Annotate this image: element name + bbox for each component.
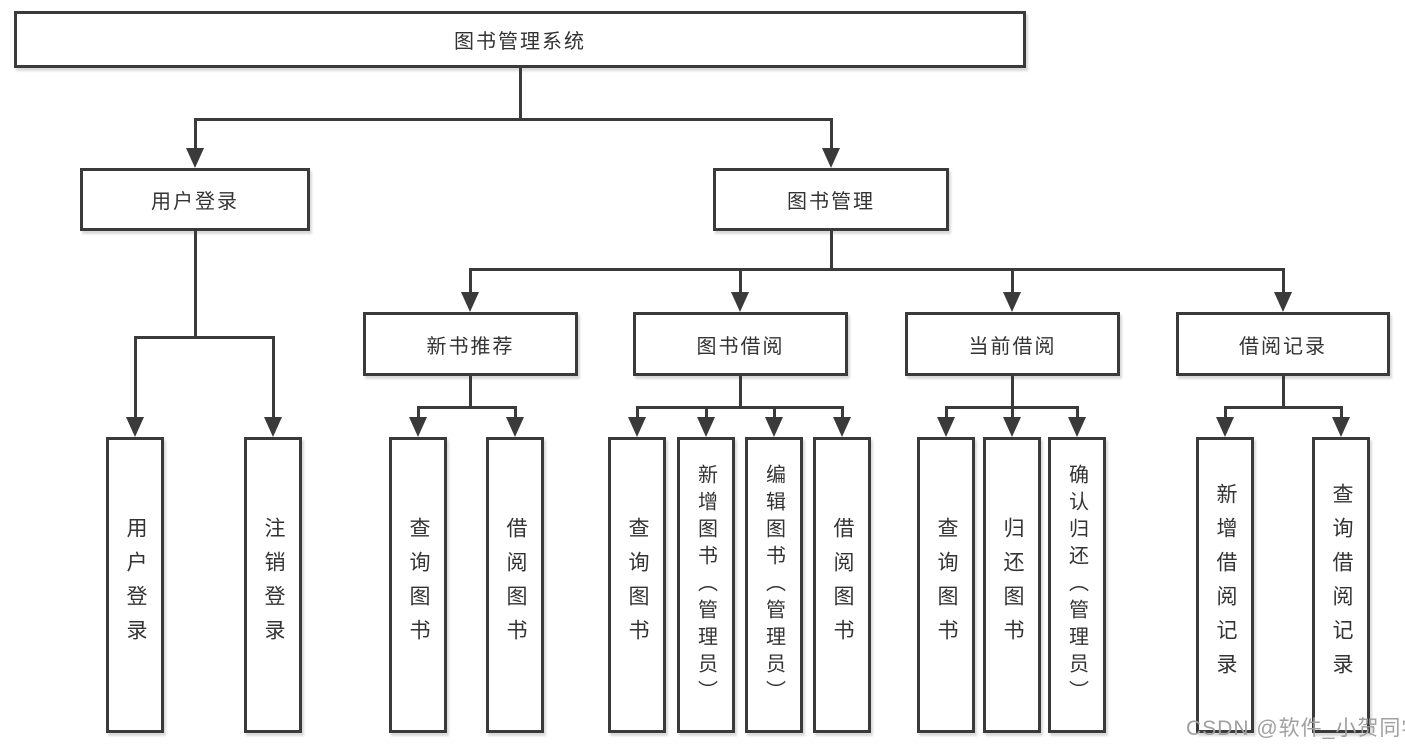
leaf-logout-login: 注销登录 <box>244 437 302 733</box>
arrowhead-down-icon <box>833 417 851 437</box>
leaf-query-books: 查询图书 <box>389 437 447 733</box>
node-user-login: 用户登录 <box>80 168 310 231</box>
arrowhead-down-icon <box>126 417 144 437</box>
arrowhead-down-icon <box>937 417 955 437</box>
leaf-return-books: 归还图书 <box>983 437 1041 733</box>
arrowhead-down-icon <box>186 148 204 168</box>
connector-line <box>1011 268 1014 292</box>
node-borrow-records: 借阅记录 <box>1176 312 1390 376</box>
leaf-logout-login-label: 注销登录 <box>262 517 285 653</box>
leaf-query-books-label: 查询图书 <box>626 517 649 653</box>
leaf-query-borrow-record: 查询借阅记录 <box>1312 437 1370 733</box>
arrowhead-down-icon <box>506 417 524 437</box>
leaf-borrow-books-label: 借阅图书 <box>504 517 527 653</box>
connector-line <box>272 336 275 417</box>
leaf-edit-books-admin-label: 编辑图书（管理员） <box>762 463 785 707</box>
leaf-edit-books-admin: 编辑图书（管理员） <box>745 437 803 733</box>
leaf-add-books-admin: 新增图书（管理员） <box>677 437 735 733</box>
arrowhead-down-icon <box>1003 417 1021 437</box>
connector-line <box>1282 376 1285 409</box>
connector-line <box>739 376 742 409</box>
leaf-borrow-books: 借阅图书 <box>486 437 544 733</box>
connector-line <box>194 118 197 148</box>
arrowhead-down-icon <box>822 148 840 168</box>
connector-line <box>830 118 833 148</box>
arrowhead-down-icon <box>1216 417 1234 437</box>
node-current-borrow: 当前借阅 <box>905 312 1120 376</box>
leaf-borrow-books: 借阅图书 <box>813 437 871 733</box>
connector-line <box>773 406 776 417</box>
connector-line <box>519 68 522 121</box>
node-new-book-recommend: 新书推荐 <box>363 312 578 376</box>
connector-line <box>1011 406 1014 417</box>
connector-line <box>194 231 197 339</box>
leaf-add-borrow-record: 新增借阅记录 <box>1196 437 1254 733</box>
leaf-query-books: 查询图书 <box>608 437 666 733</box>
connector-line <box>1011 376 1014 409</box>
node-current-borrow-label: 当前借阅 <box>968 335 1057 358</box>
connector-line <box>194 118 833 121</box>
node-user-login-label: 用户登录 <box>151 191 239 213</box>
node-borrow-records-label: 借阅记录 <box>1239 335 1327 358</box>
connector-line <box>1282 268 1285 292</box>
connector-line <box>417 406 517 409</box>
connector-line <box>1224 406 1343 409</box>
connector-line <box>739 268 742 292</box>
connector-line <box>417 406 420 417</box>
root-node-label: 图书管理系统 <box>454 31 586 53</box>
node-new-book-recommend-label: 新书推荐 <box>426 335 515 358</box>
connector-line <box>830 231 833 271</box>
arrowhead-down-icon <box>1003 292 1021 312</box>
connector-line <box>469 268 1285 271</box>
connector-line <box>1224 406 1227 417</box>
leaf-confirm-return-admin: 确认归还（管理员） <box>1048 437 1106 733</box>
connector-line <box>469 268 472 292</box>
leaf-query-books-label: 查询图书 <box>935 517 958 653</box>
arrowhead-down-icon <box>765 417 783 437</box>
leaf-query-books: 查询图书 <box>917 437 975 733</box>
leaf-add-books-admin-label: 新增图书（管理员） <box>694 463 717 707</box>
leaf-user-login: 用户登录 <box>106 437 164 733</box>
arrowhead-down-icon <box>628 417 646 437</box>
leaf-return-books-label: 归还图书 <box>1001 517 1024 653</box>
connector-line <box>636 406 844 409</box>
leaf-confirm-return-admin-label: 确认归还（管理员） <box>1065 463 1088 707</box>
connector-line <box>469 376 472 409</box>
connector-line <box>1076 406 1079 417</box>
node-book-borrow: 图书借阅 <box>633 312 848 376</box>
csdn-watermark: CSDN @软件_小贺同学 <box>1186 717 1405 740</box>
node-book-management-label: 图书管理 <box>787 191 875 213</box>
arrowhead-down-icon <box>461 292 479 312</box>
arrowhead-down-icon <box>409 417 427 437</box>
connector-line <box>636 406 639 417</box>
node-book-borrow-label: 图书借阅 <box>696 335 785 358</box>
arrowhead-down-icon <box>1274 292 1292 312</box>
connector-line <box>134 336 275 339</box>
connector-line <box>134 336 137 417</box>
root-node-library-system: 图书管理系统 <box>14 11 1026 68</box>
arrowhead-down-icon <box>731 292 749 312</box>
connector-line <box>705 406 708 417</box>
leaf-query-books-label: 查询图书 <box>407 517 430 653</box>
connector-line <box>514 406 517 417</box>
arrowhead-down-icon <box>264 417 282 437</box>
leaf-query-borrow-record-label: 查询借阅记录 <box>1330 483 1353 687</box>
connector-line <box>1340 406 1343 417</box>
arrowhead-down-icon <box>1068 417 1086 437</box>
arrowhead-down-icon <box>1332 417 1350 437</box>
connector-line <box>841 406 844 417</box>
leaf-borrow-books-label: 借阅图书 <box>831 517 854 653</box>
leaf-add-borrow-record-label: 新增借阅记录 <box>1214 483 1237 687</box>
leaf-user-login-label: 用户登录 <box>124 517 147 653</box>
node-book-management: 图书管理 <box>713 168 949 231</box>
connector-line <box>945 406 948 417</box>
arrowhead-down-icon <box>697 417 715 437</box>
